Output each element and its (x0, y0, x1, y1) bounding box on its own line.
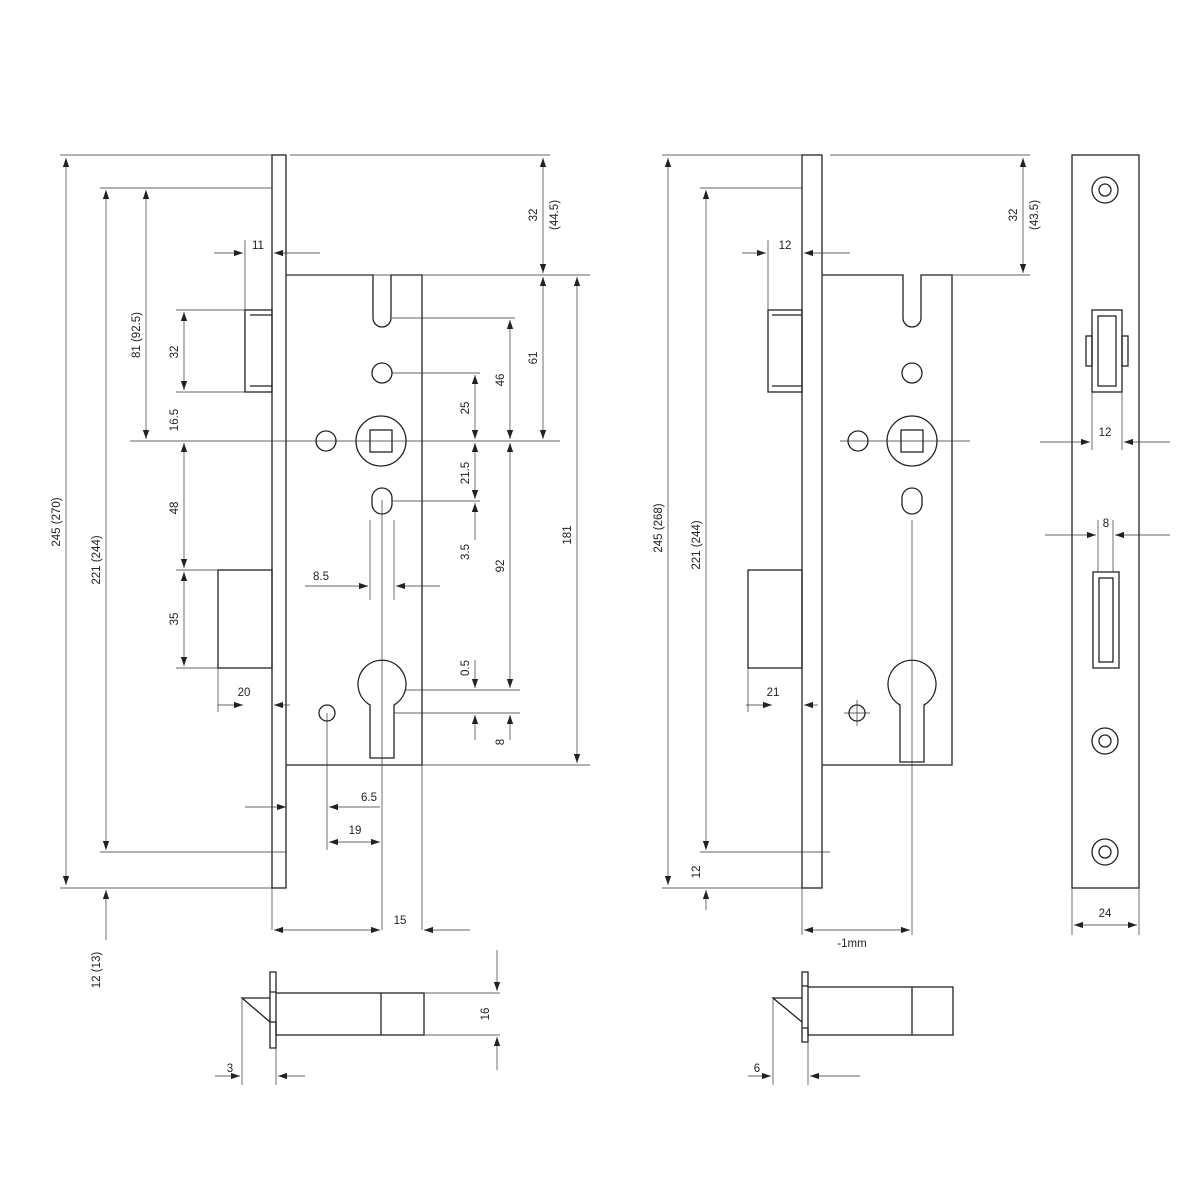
dim-faceplate-to-case: 32 (528, 209, 540, 222)
dim-bolt-tip: 3 (227, 1063, 233, 1075)
face-dim-plate-width: 24 (1099, 908, 1112, 920)
dim-spindle-to-bottom: 221 (244) (91, 535, 103, 584)
middle-upper-hole (901, 362, 923, 384)
middle-deadbolt (747, 569, 803, 669)
mid-dim-bolt-tip: 6 (754, 1063, 760, 1075)
dim-latch-top: 81 (92.5) (131, 312, 143, 358)
mid-dim-faceplate-to-case-alt: (43.5) (1029, 200, 1041, 230)
dim-cylinder-bottom: 8 (495, 739, 507, 745)
dim-bolt-height: 35 (169, 613, 181, 626)
dim-latch-projection: 11 (252, 240, 264, 252)
mid-dim-spindle-to-bottom: 221 (244) (691, 520, 703, 569)
dim-cylinder-screw: 6.5 (361, 792, 377, 804)
dim-case-depth: 15 (394, 915, 407, 927)
dim-bottom-offset: 12 (13) (91, 952, 103, 989)
faceplate-latch-opening (1085, 309, 1129, 393)
dim-slot-width: 8.5 (313, 571, 329, 583)
left-upper-hole (371, 362, 393, 384)
middle-bolt-section (771, 971, 954, 1043)
faceplate-front-view: 12 8 24 (1040, 154, 1170, 935)
dim-backset-cylinder: 19 (349, 825, 362, 837)
middle-latch (767, 309, 803, 393)
dim-hole-gap: 25 (460, 402, 472, 415)
left-lock-view: 245 (270) 221 (244) 12 (13) 81 (92.5) 32… (51, 154, 590, 1085)
mid-dim-bottom-offset: 12 (691, 866, 703, 879)
faceplate-middle-screw (1091, 727, 1119, 755)
dim-faceplate-to-case-alt: (44.5) (549, 200, 561, 230)
dim-latch-height: 32 (169, 346, 181, 359)
faceplate-body (1071, 154, 1140, 889)
dim-slot-height: 3.5 (460, 544, 472, 560)
dim-hole-to-spindle: 46 (495, 374, 507, 387)
dim-spindle-to-bolt: 48 (169, 502, 181, 515)
face-dim-bolt-width: 8 (1103, 518, 1109, 530)
dim-spindle-to-slot: 21.5 (460, 462, 472, 484)
left-bolt-section (240, 971, 425, 1049)
middle-lock-view: 245 (268) 221 (244) 12 12 32 (43.5) 21 -… (653, 154, 1041, 1085)
middle-cylinder-hole (887, 659, 937, 763)
left-deadbolt (217, 569, 273, 669)
mid-dim-bolt-projection: 21 (767, 687, 780, 699)
dim-cylinder-offset: 0.5 (460, 660, 472, 676)
faceplate-top-screw (1091, 176, 1119, 204)
left-latch (244, 309, 273, 393)
dim-bolt-projection: 20 (238, 687, 251, 699)
middle-slot-hole (901, 487, 923, 515)
dim-bolt-thickness: 16 (480, 1008, 492, 1021)
left-faceplate (271, 154, 287, 889)
left-lock-case (286, 274, 423, 766)
left-cylinder-hole (357, 659, 407, 759)
mid-dim-faceplate-to-case: 32 (1008, 209, 1020, 222)
mid-dim-latch-projection: 12 (779, 240, 792, 252)
dim-total-height: 245 (270) (51, 497, 63, 546)
middle-faceplate (801, 154, 823, 889)
faceplate-bolt-opening (1092, 571, 1120, 669)
dim-spindle-to-cylinder: 92 (495, 560, 507, 573)
mid-dim-total-height: 245 (268) (653, 503, 665, 552)
middle-lock-case (822, 274, 953, 766)
dim-case-height: 181 (562, 525, 574, 544)
mid-dim-depth: -1mm (837, 938, 866, 950)
face-dim-latch-width: 12 (1099, 427, 1112, 439)
dim-latch-to-spindle: 16.5 (169, 409, 181, 431)
dim-top-to-spindle: 61 (528, 352, 540, 365)
faceplate-bottom-screw (1091, 838, 1119, 866)
